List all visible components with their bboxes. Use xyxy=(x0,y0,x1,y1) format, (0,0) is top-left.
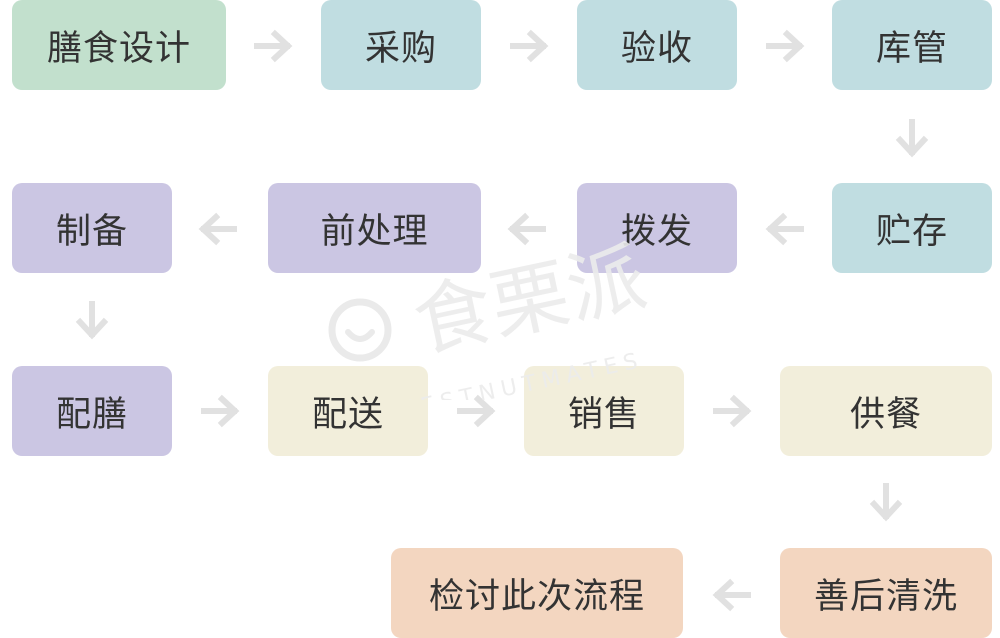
node-plating: 配膳 xyxy=(12,366,172,456)
arrow-left-icon xyxy=(505,207,549,251)
node-meal-design: 膳食设计 xyxy=(12,0,226,90)
node-dispatch: 拨发 xyxy=(577,183,737,273)
node-delivery: 配送 xyxy=(268,366,428,456)
node-preprocessing: 前处理 xyxy=(268,183,481,273)
arrow-right-icon xyxy=(251,24,295,68)
node-preparation: 制备 xyxy=(12,183,172,273)
node-inventory: 库管 xyxy=(832,0,992,90)
arrow-right-icon xyxy=(763,24,807,68)
arrow-right-icon xyxy=(710,389,754,433)
arrow-left-icon xyxy=(763,207,807,251)
arrow-down-icon xyxy=(70,298,114,342)
node-sales: 销售 xyxy=(524,366,684,456)
node-storage: 贮存 xyxy=(832,183,992,273)
arrow-down-icon xyxy=(864,480,908,524)
arrow-left-icon xyxy=(196,207,240,251)
node-procurement: 采购 xyxy=(321,0,481,90)
arrow-right-icon xyxy=(198,389,242,433)
node-meal-service: 供餐 xyxy=(780,366,992,456)
arrow-left-icon xyxy=(710,573,754,617)
node-inspection: 验收 xyxy=(577,0,737,90)
arrow-right-icon xyxy=(507,24,551,68)
node-cleanup: 善后清洗 xyxy=(780,548,992,638)
arrow-down-icon xyxy=(890,116,934,160)
node-process-review: 检讨此次流程 xyxy=(391,548,683,638)
arrow-right-icon xyxy=(454,389,498,433)
